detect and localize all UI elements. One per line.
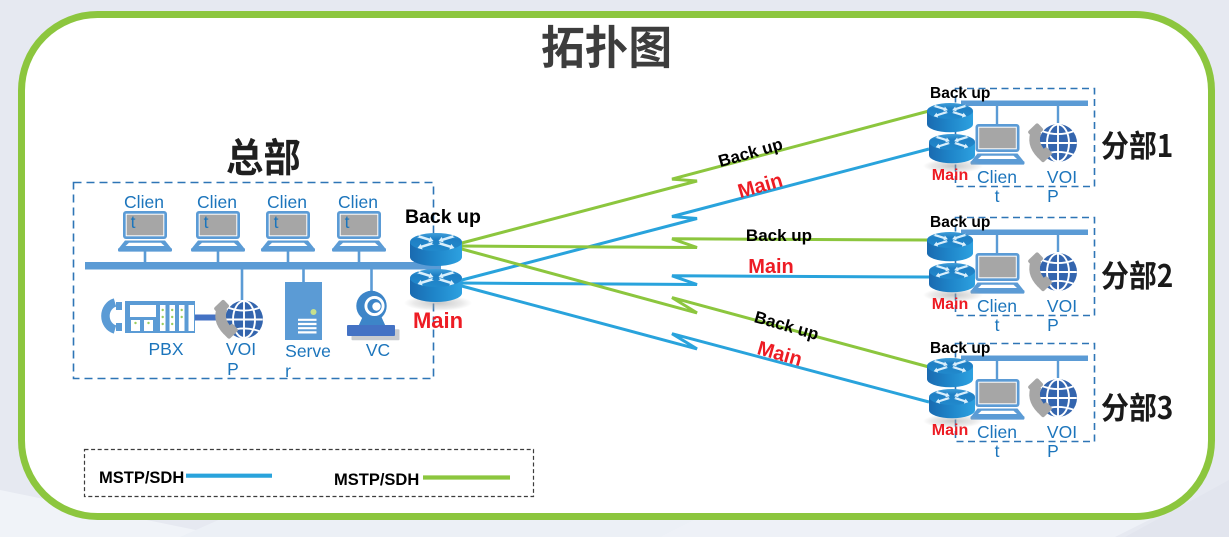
svg-text:Clien: Clien bbox=[977, 422, 1017, 442]
svg-text:Back up: Back up bbox=[405, 206, 481, 228]
svg-text:Clien: Clien bbox=[977, 296, 1017, 316]
svg-text:PBX: PBX bbox=[148, 339, 183, 359]
svg-text:Main: Main bbox=[413, 308, 463, 333]
svg-text:Back up: Back up bbox=[746, 226, 812, 245]
svg-text:t: t bbox=[345, 212, 350, 232]
svg-text:Serve: Serve bbox=[285, 341, 331, 361]
svg-text:Back up: Back up bbox=[930, 214, 990, 231]
svg-text:P: P bbox=[1047, 315, 1059, 335]
svg-text:VOI: VOI bbox=[226, 339, 256, 359]
svg-text:VOI: VOI bbox=[1047, 422, 1077, 442]
svg-text:Main: Main bbox=[748, 256, 794, 278]
svg-text:MSTP/SDH: MSTP/SDH bbox=[334, 471, 419, 489]
svg-text:t: t bbox=[995, 315, 1000, 335]
svg-text:t: t bbox=[274, 212, 279, 232]
svg-text:MSTP/SDH: MSTP/SDH bbox=[99, 469, 184, 487]
svg-text:t: t bbox=[995, 441, 1000, 461]
svg-text:Clien: Clien bbox=[267, 192, 307, 212]
svg-text:t: t bbox=[131, 212, 136, 232]
svg-text:Main: Main bbox=[932, 422, 968, 439]
svg-text:Main: Main bbox=[932, 296, 968, 313]
svg-text:r: r bbox=[285, 361, 291, 381]
svg-text:VC: VC bbox=[366, 340, 390, 360]
svg-text:Clien: Clien bbox=[124, 192, 164, 212]
svg-text:Back up: Back up bbox=[930, 85, 990, 102]
svg-text:t: t bbox=[204, 212, 209, 232]
svg-text:Clien: Clien bbox=[338, 192, 378, 212]
svg-text:VOI: VOI bbox=[1047, 167, 1077, 187]
svg-text:VOI: VOI bbox=[1047, 296, 1077, 316]
svg-text:P: P bbox=[1047, 441, 1059, 461]
svg-text:Clien: Clien bbox=[977, 167, 1017, 187]
svg-text:Clien: Clien bbox=[197, 192, 237, 212]
svg-text:t: t bbox=[995, 186, 1000, 206]
svg-text:P: P bbox=[227, 359, 239, 379]
svg-text:P: P bbox=[1047, 186, 1059, 206]
svg-text:Back up: Back up bbox=[930, 340, 990, 357]
svg-text:Main: Main bbox=[932, 167, 968, 184]
